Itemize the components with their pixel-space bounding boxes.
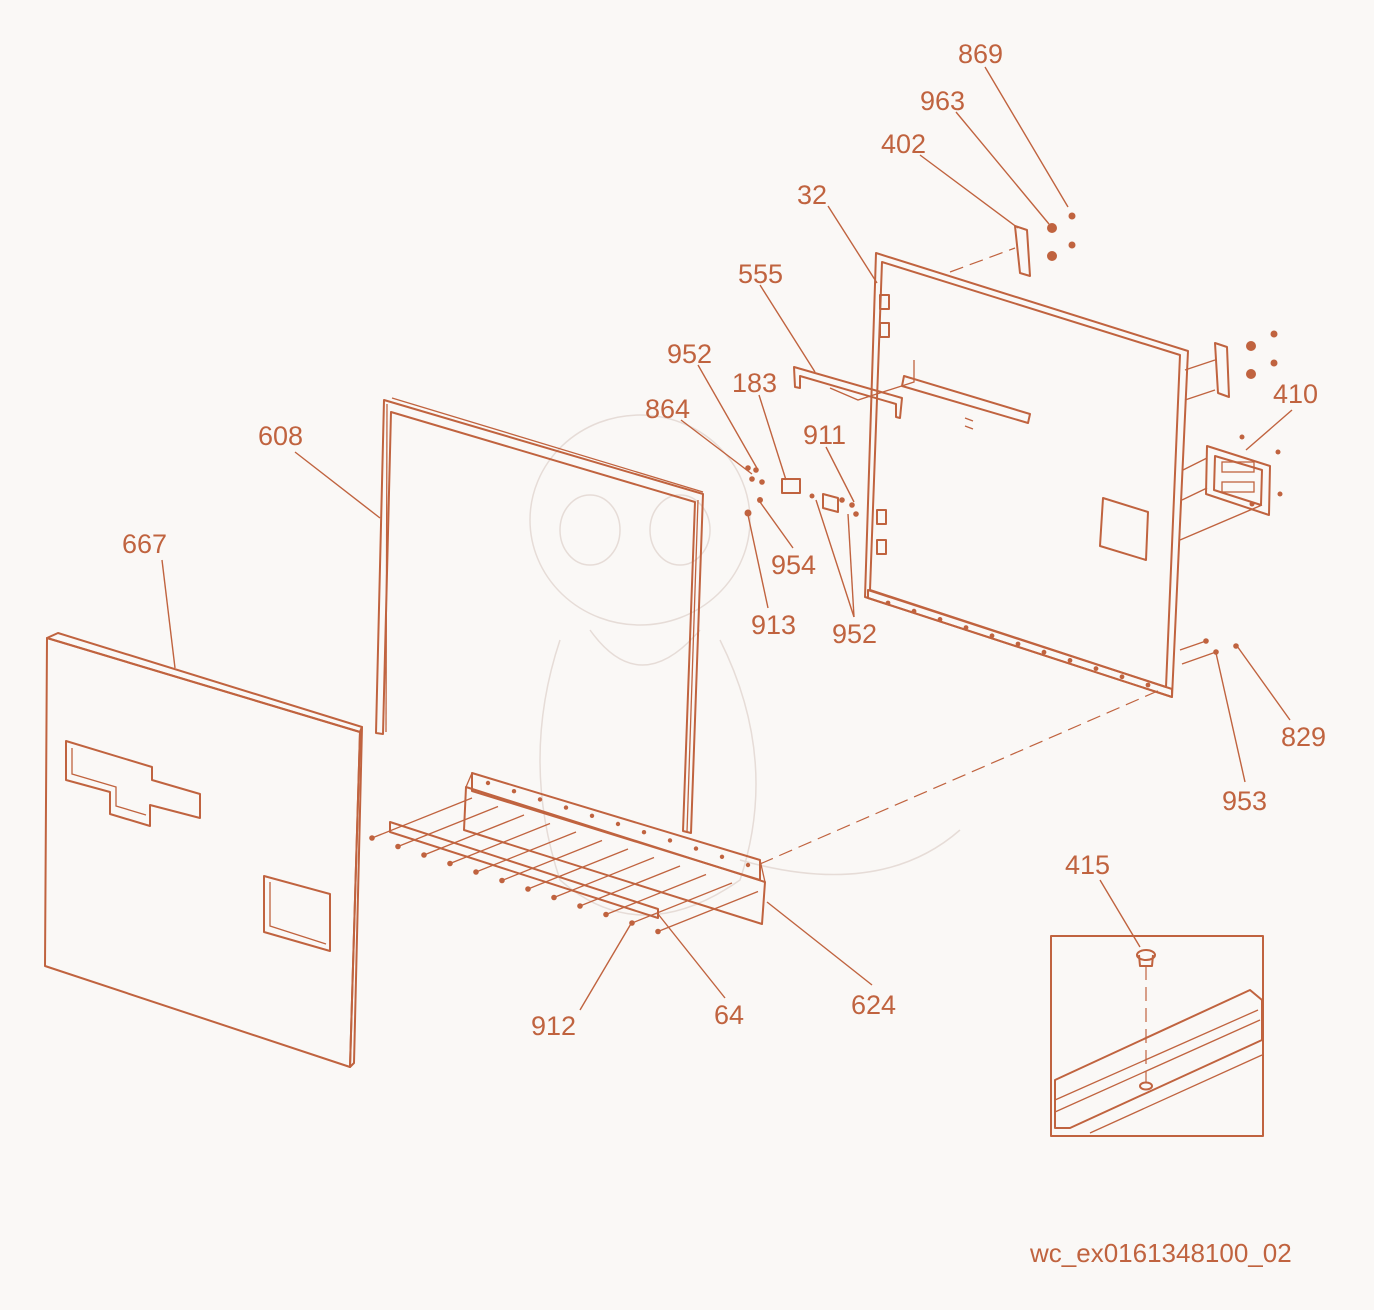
callout-869: 869 <box>958 39 1003 69</box>
callout-911: 911 <box>803 420 846 450</box>
fastener-dot <box>485 780 491 786</box>
callout-64: 64 <box>714 1000 744 1030</box>
fastener-dot <box>1041 649 1047 655</box>
fastener-dot <box>1119 674 1125 680</box>
callout-667: 667 <box>122 529 167 559</box>
part-32-bottom-fasteners <box>885 600 1151 688</box>
fastener-dot <box>1015 641 1021 647</box>
assembly-alignment-line <box>759 689 1161 865</box>
part-555-handle-bar <box>793 360 915 419</box>
callout-829: 829 <box>1281 722 1326 752</box>
drawing-code: wc_ex0161348100_02 <box>1029 1238 1292 1268</box>
part-608-frame <box>375 397 704 834</box>
fastener-dot <box>563 805 569 810</box>
callout-183: 183 <box>732 368 777 398</box>
fastener-lead <box>553 856 655 899</box>
part-64-bottom-strip <box>389 821 659 919</box>
fastener-dot <box>989 633 995 639</box>
callout-608: 608 <box>258 421 303 451</box>
callout-953: 953 <box>1222 786 1267 816</box>
fastener-dot <box>1093 666 1099 671</box>
fastener-dot <box>615 821 621 827</box>
fastener-dot <box>537 797 543 802</box>
fastener-dot <box>693 846 699 851</box>
fastener-dot <box>1067 658 1073 663</box>
callout-402: 402 <box>881 129 926 159</box>
fastener-dot <box>745 862 751 868</box>
part-410-latch-assembly <box>1179 330 1283 541</box>
callout-labels: 869 963 402 32 555 952 183 864 911 608 4… <box>122 39 1326 1041</box>
part-402-hinge-bracket <box>949 212 1076 277</box>
fastener-lead <box>579 865 681 907</box>
callout-952-bottom: 952 <box>832 619 877 649</box>
callout-624: 624 <box>851 990 896 1020</box>
part-667-front-panel <box>44 632 363 1068</box>
fastener-dot <box>885 600 891 606</box>
fastener-dot <box>641 830 647 835</box>
callout-410: 410 <box>1273 379 1318 409</box>
fastener-dot <box>667 838 673 843</box>
callout-32: 32 <box>797 180 827 210</box>
detail-inset-415 <box>1050 935 1264 1137</box>
fastener-dot <box>911 608 917 614</box>
fastener-lead <box>501 839 603 882</box>
part-624-bottom-rail <box>463 772 766 925</box>
fastener-dot <box>511 789 517 794</box>
callout-954: 954 <box>771 550 816 580</box>
watermark-dragon-figure <box>529 414 961 916</box>
callout-952-top: 952 <box>667 339 712 369</box>
leader-lines <box>161 66 1293 1011</box>
fastener-lead <box>423 814 525 856</box>
fastener-lead <box>527 848 629 890</box>
fastener-dot <box>589 813 595 818</box>
fastener-dot <box>719 854 725 859</box>
fastener-lead <box>657 890 759 933</box>
callout-415: 415 <box>1065 850 1110 880</box>
part-32-rear-panel <box>864 252 1189 698</box>
corner-fasteners <box>1179 638 1239 665</box>
callout-913: 913 <box>751 610 796 640</box>
fastener-lead <box>397 805 499 848</box>
callout-912: 912 <box>531 1011 576 1041</box>
fastener-dot <box>937 617 943 622</box>
fastener-lead <box>475 831 577 873</box>
fastener-lead <box>631 882 733 924</box>
hardware-cluster <box>744 465 859 517</box>
fastener-lead <box>449 822 551 865</box>
callout-864: 864 <box>645 394 690 424</box>
callout-555: 555 <box>738 259 783 289</box>
callout-963: 963 <box>920 86 965 116</box>
fastener-dot <box>1145 682 1151 688</box>
fastener-lead <box>371 797 473 839</box>
fastener-dot <box>963 625 969 630</box>
screw-rows-912 <box>369 780 759 935</box>
fastener-lead <box>605 873 707 916</box>
